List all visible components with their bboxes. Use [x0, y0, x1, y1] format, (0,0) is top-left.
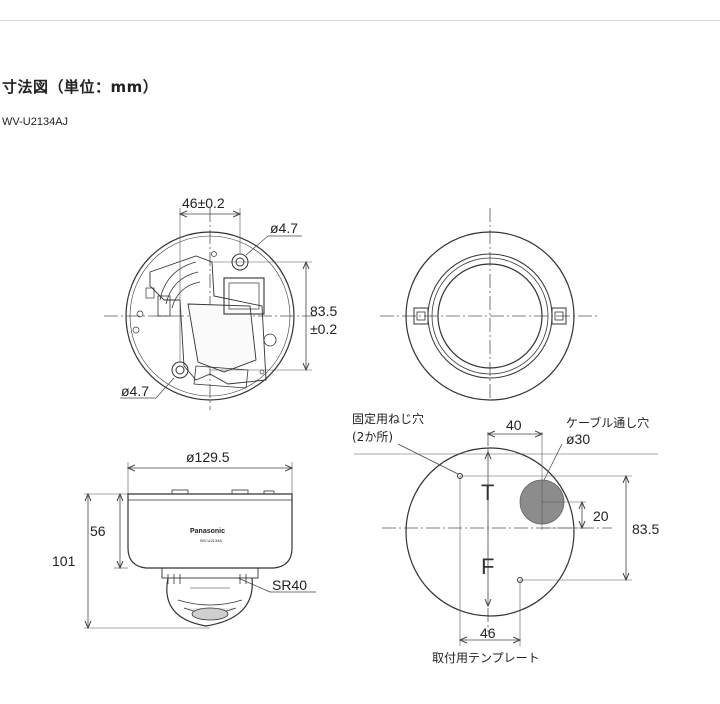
dim-side-dome-radius: SR40: [272, 577, 307, 593]
front-view: [380, 208, 598, 401]
cable-hole-diameter: ø30: [566, 431, 590, 447]
dim-top-height-tolerance: ±0.2: [310, 321, 337, 337]
dim-side-total-height: 101: [52, 553, 76, 569]
dim-template-height: 83.5: [632, 521, 659, 537]
camera-outline: [125, 231, 295, 401]
page-title: 寸法図（単位：mm）: [2, 78, 159, 96]
brand-logo: Panasonic: [190, 528, 225, 535]
camera-dome: [166, 577, 253, 627]
template-outline: [405, 447, 575, 617]
screw-hole-bottom: [171, 361, 189, 379]
model-number: WV-U2134AJ: [2, 116, 69, 128]
top-view: [104, 208, 318, 410]
dim-side-diameter: ø129.5: [186, 449, 230, 465]
template-letter-bottom: F: [481, 554, 494, 579]
dim-top-width: 46±0.2: [182, 195, 225, 211]
dim-template-offset-x: 40: [506, 417, 522, 433]
dim-template-offset-y: 20: [593, 508, 609, 524]
screw-hole-label: 固定用ねじ穴: [352, 411, 424, 426]
mounting-template: [354, 432, 658, 646]
screw-hole-count: (2か所): [352, 430, 393, 444]
cable-hole-label: ケーブル通し穴: [566, 415, 649, 430]
camera-body: [127, 493, 293, 569]
top-divider: [0, 20, 720, 21]
template-caption: 取付用テンプレート: [432, 651, 540, 665]
dim-template-width: 46: [480, 625, 496, 641]
dim-top-hole-upper: ø4.7: [270, 220, 298, 236]
dim-top-height: 83.5: [310, 303, 337, 319]
dim-top-hole-lower: ø4.7: [121, 383, 149, 399]
side-view: [84, 462, 316, 628]
template-letter-top: T: [481, 480, 494, 505]
dim-side-body-height: 56: [90, 523, 106, 539]
brand-model: WV-U2134A: [200, 538, 222, 543]
